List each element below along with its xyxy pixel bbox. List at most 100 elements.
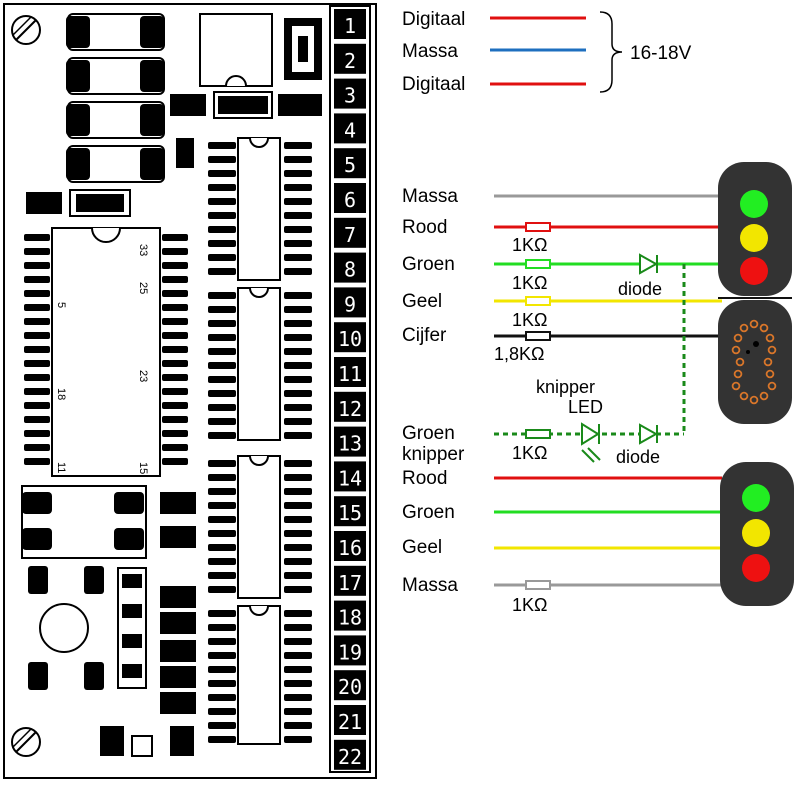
terminal-number: 10 [338,327,362,351]
ic-pin [208,460,236,467]
signal2-label-rood: Rood [402,468,447,489]
ic-pin [162,430,188,437]
terminal-block [334,635,366,666]
ic-pin [208,156,236,163]
terminal-number: 7 [344,223,356,247]
supply-voltage-label: 16-18V [630,43,692,64]
number-display-dots [731,319,777,405]
ic-pin [284,530,312,537]
supply-label-massa: Massa [402,41,458,62]
ic-pin [162,360,188,367]
display-segment-dot [763,357,773,367]
ic-pin [284,198,312,205]
relay-components [66,13,165,183]
green-lamp [742,484,770,512]
resistor-value: 1KΩ [512,443,547,463]
ic-pin [208,320,236,327]
terminal-number: 8 [344,258,356,282]
ic-pin [284,212,312,219]
ic-pin [208,212,236,219]
display-segment-dot [765,333,775,343]
ic-pin [284,624,312,631]
ic-pin [284,240,312,247]
ic-pin [208,362,236,369]
terminal-number: 9 [344,292,356,316]
display-center-dot [746,350,750,354]
diode-label: diode [618,279,662,299]
display-segment-dot [733,333,743,343]
ic-pin [208,292,236,299]
ic-pin-label: 23 [137,370,149,382]
display-segment-dot [765,369,775,379]
number-display-body [718,300,792,424]
display-segment-dot [759,323,769,333]
terminal-block [334,9,366,39]
display-center-dot [753,341,759,347]
signal1-label-geel: Geel [402,291,442,312]
ic-pin [284,502,312,509]
ic-pin [284,268,312,275]
ic-pin [208,572,236,579]
ic-pin [284,666,312,673]
ic-pin [208,610,236,617]
ic-pin [284,516,312,523]
ic-pin [208,488,236,495]
terminal-number: 17 [338,571,362,595]
resistor-icon [525,222,551,232]
terminal-block [334,391,366,422]
ic-pin [162,332,188,339]
ic-pin [162,346,188,353]
ic-pin [284,390,312,397]
ic-pin [162,276,188,283]
microcontroller-pins [24,234,188,465]
ic-pin [208,624,236,631]
ic-pin [24,374,50,381]
diode-icon [639,423,659,445]
ic-pin [208,268,236,275]
ic-pin-label: 11 [55,462,67,473]
signal2-label-geel: Geel [402,537,442,558]
top-chip [199,13,322,87]
terminal-block [334,252,366,283]
ic-pin [208,376,236,383]
ic-pin [162,290,188,297]
display-segment-dot [739,323,749,333]
terminal-number: 2 [344,49,356,73]
resistor-value: 1KΩ [512,310,547,330]
ic-pin [208,694,236,701]
ic-pin [284,586,312,593]
ic-pin [208,142,236,149]
terminal-number: 15 [338,501,362,525]
ic-pin [24,234,50,241]
signal2-label-massa: Massa [402,575,458,596]
blink-section: Groen knipper 1KΩ knipper LED diode [402,264,686,467]
supply-section: Digitaal Massa Digitaal 16-18V [402,9,692,95]
resistor-icon [525,296,551,306]
ic-pin [162,402,188,409]
terminal-block [334,78,366,109]
terminal-block [334,496,366,527]
ic-pin [284,226,312,233]
terminal-number: 3 [344,84,356,108]
blink-led-label: LED [568,397,603,417]
terminal-block [334,670,366,701]
ic-pin [208,348,236,355]
signal-head-1 [718,162,792,424]
ic-pin [162,234,188,241]
supply-label-digitaal: Digitaal [402,9,465,30]
resistor-icon [525,259,551,269]
terminal-number: 19 [338,640,362,664]
brace-icon [599,11,623,93]
ic-pin [208,432,236,439]
ic-pin [208,390,236,397]
ic-pin [24,444,50,451]
ic-pin-label: 5 [55,302,67,308]
ic-pin [24,248,50,255]
signal2-label-groen: Groen [402,502,455,523]
ic-pin [284,254,312,261]
ic-pin [284,708,312,715]
ic-pin [208,474,236,481]
terminal-number: 5 [344,153,356,177]
